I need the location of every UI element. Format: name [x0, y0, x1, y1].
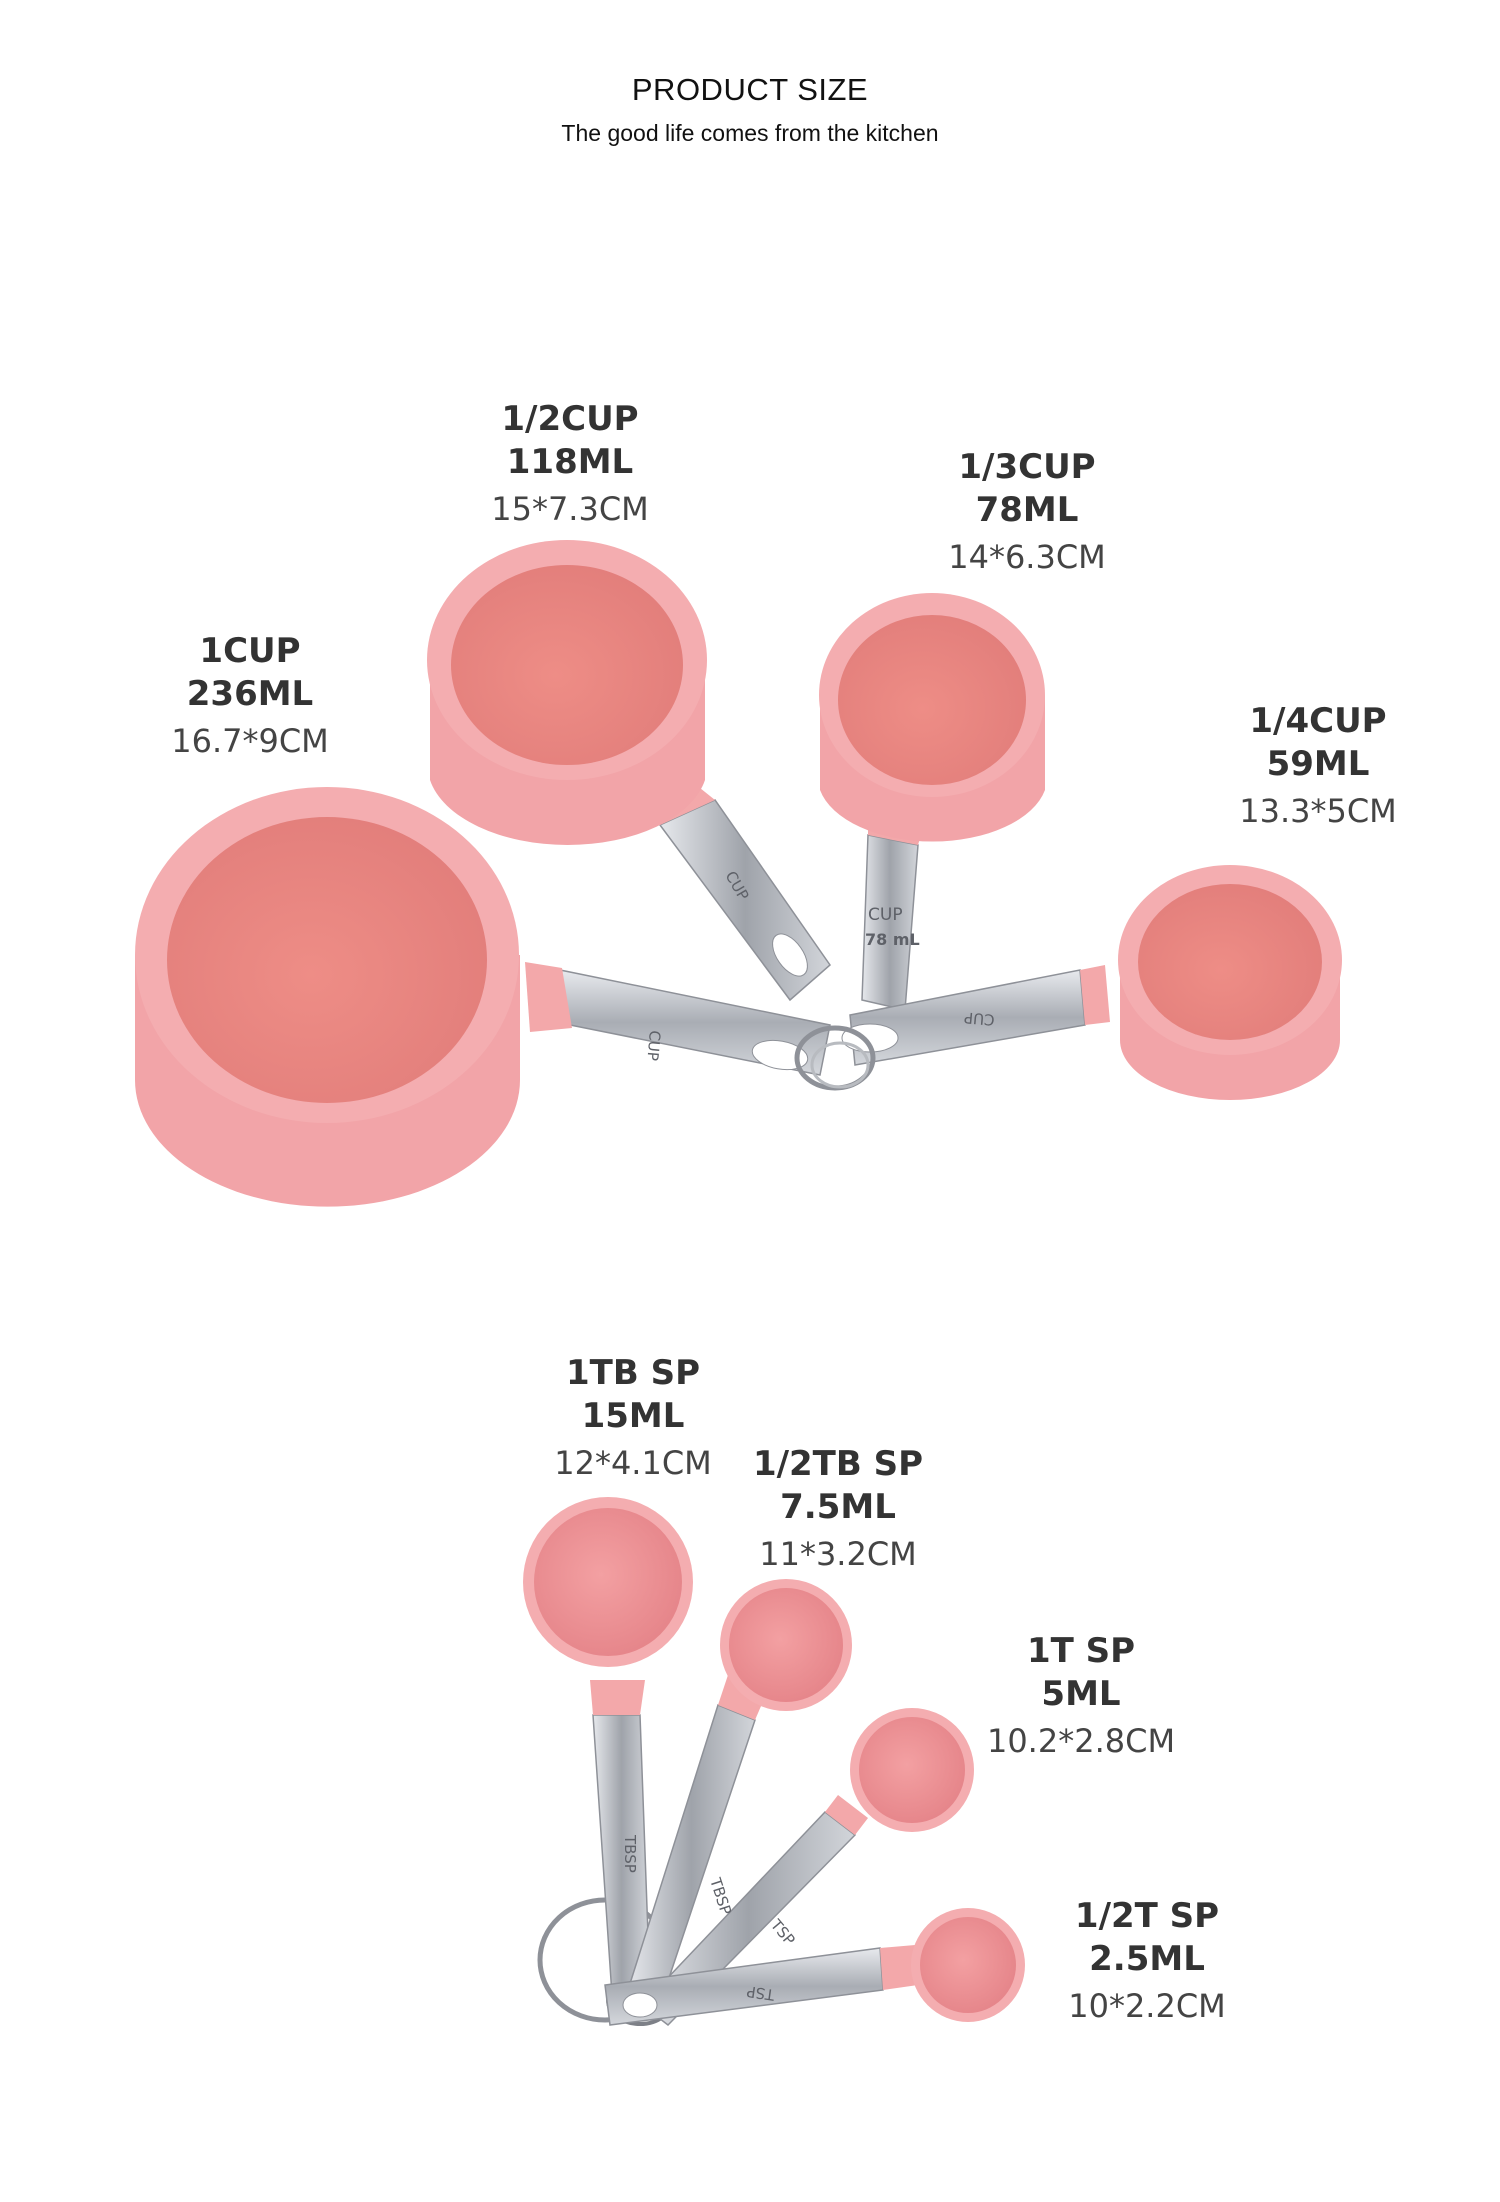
- cup-third-engraving: CUP: [868, 905, 903, 925]
- cup-quarter: [1118, 865, 1342, 1100]
- spoon-tbsp-engraving: TBSP: [621, 1834, 639, 1873]
- spoon-half-tbsp-ml: 7.5ML: [780, 1487, 896, 1527]
- cup-quarter-handle: [841, 965, 1110, 1066]
- cup-half-dims: 15*7.3CM: [491, 490, 649, 528]
- cup-quarter-engraving: CUP: [963, 1008, 995, 1029]
- spoon-tbsp-dims: 12*4.1CM: [554, 1444, 712, 1482]
- spoon-tsp-ml: 5ML: [1041, 1674, 1121, 1714]
- cup-half-ml: 118ML: [506, 442, 634, 482]
- spoon-tsp-dims: 10.2*2.8CM: [986, 1722, 1176, 1760]
- cup-third-label: 1/3CUP 78ML 14*6.3CM: [897, 446, 1157, 582]
- spoon-half-tbsp-label: 1/2TB SP 7.5ML 11*3.2CM: [708, 1443, 968, 1579]
- cup-one-label: 1CUP 236ML 16.7*9CM: [120, 630, 380, 766]
- cup-quarter-dims: 13.3*5CM: [1239, 792, 1397, 830]
- cup-quarter-capacity: 1/4CUP: [1249, 701, 1387, 741]
- cup-key-ring: [794, 1025, 876, 1091]
- spoon-half-tbsp-dims: 11*3.2CM: [759, 1535, 917, 1573]
- page-subtitle: The good life comes from the kitchen: [561, 120, 939, 146]
- cup-quarter-ml: 59ML: [1266, 744, 1370, 784]
- spoon-half-tsp: [604, 1908, 1025, 2026]
- spoon-tbsp-capacity: 1TB SP: [565, 1353, 700, 1393]
- cup-one: [135, 787, 520, 1207]
- spoon-tbsp: [523, 1497, 693, 1996]
- spoon-tsp-label: 1T SP 5ML 10.2*2.8CM: [951, 1630, 1211, 1766]
- cup-one-capacity: 1CUP: [199, 631, 301, 671]
- spoon-tsp: [640, 1708, 974, 2026]
- spoon-half-tsp-capacity: 1/2T SP: [1074, 1896, 1220, 1936]
- spoon-half-tbsp: [627, 1579, 852, 2007]
- spoon-half-tsp-dims: 10*2.2CM: [1068, 1987, 1226, 2025]
- spoon-half-tbsp-capacity: 1/2TB SP: [752, 1444, 924, 1484]
- cup-half-capacity: 1/2CUP: [501, 399, 639, 439]
- cup-third-dims: 14*6.3CM: [948, 538, 1106, 576]
- spoon-tsp-capacity: 1T SP: [1026, 1631, 1136, 1671]
- spoon-half-tbsp-engraving: TBSP: [706, 1875, 735, 1917]
- spoon-half-tsp-label: 1/2T SP 2.5ML 10*2.2CM: [1017, 1895, 1277, 2031]
- cup-one-handle: [525, 962, 831, 1076]
- cup-third-engraving-ml: 78 mL: [865, 930, 920, 949]
- cup-third-ml: 78ML: [975, 490, 1079, 530]
- cup-third: [819, 593, 1045, 842]
- spoon-tbsp-ml: 15ML: [581, 1396, 685, 1436]
- cup-one-dims: 16.7*9CM: [171, 722, 329, 760]
- cup-third-capacity: 1/3CUP: [958, 447, 1096, 487]
- cup-one-ml: 236ML: [186, 674, 314, 714]
- cup-one-engraving: CUP: [643, 1030, 664, 1062]
- spoon-half-tsp-ml: 2.5ML: [1089, 1939, 1205, 1979]
- spoon-tbsp-label: 1TB SP 15ML 12*4.1CM: [503, 1352, 763, 1488]
- cup-quarter-label: 1/4CUP 59ML 13.3*5CM: [1188, 700, 1448, 836]
- page-title: PRODUCT SIZE: [631, 72, 869, 107]
- cup-half: [427, 540, 707, 845]
- spoon-half-tsp-engraving: TSP: [746, 1982, 777, 2004]
- cup-half-label: 1/2CUP 118ML 15*7.3CM: [440, 398, 700, 534]
